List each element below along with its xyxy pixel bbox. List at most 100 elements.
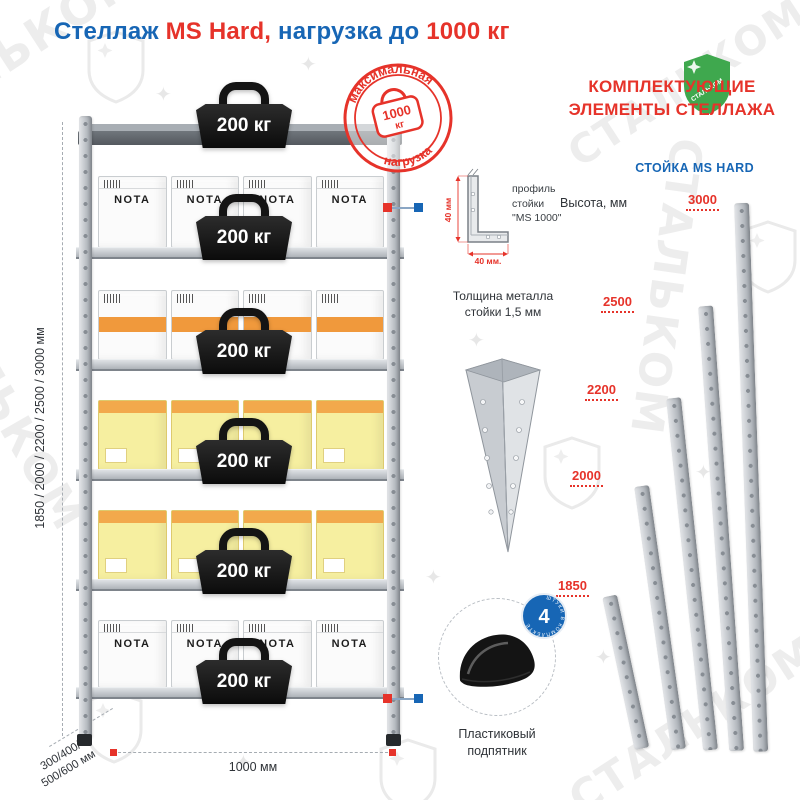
shield-watermark-icon — [376, 736, 440, 800]
width-dimension-label: 1000 мм — [228, 760, 278, 774]
thickness-line1: Толщина металла — [452, 289, 554, 303]
sparkle-icon: ✦ — [695, 460, 712, 484]
sparkle-icon: ✦ — [595, 645, 612, 669]
barcode-sticker — [176, 180, 193, 189]
badge-value: 200 кг — [196, 216, 292, 260]
product-box-nota: NOTA — [98, 620, 167, 688]
quantity-badge-number: 4 — [538, 606, 550, 628]
barcode-sticker — [321, 180, 338, 189]
barcode-sticker — [249, 294, 265, 303]
stamp-weight-handle — [380, 88, 407, 105]
badge-value: 200 кг — [196, 660, 292, 704]
dimension-endpoint — [110, 749, 117, 756]
product-box-orange — [315, 290, 384, 360]
post-height-label: 2000 — [570, 468, 603, 487]
foot-caption-line2: подпятник — [467, 743, 527, 758]
title-part: нагрузка до — [271, 18, 427, 45]
badge-value: 200 кг — [196, 104, 292, 148]
profile-drawing: 40 мм 40 мм. — [444, 168, 509, 266]
weight-badge: 200 кг — [196, 528, 292, 594]
badge-value: 200 кг — [196, 440, 292, 484]
barcode-sticker — [321, 294, 338, 303]
product-box-orange — [98, 290, 167, 360]
barcode-sticker — [176, 624, 193, 633]
pack-stripe — [171, 401, 238, 413]
weight-badge: 200 кг — [196, 82, 292, 148]
box-brand-label: NOTA — [259, 194, 296, 206]
shield-watermark-icon — [84, 28, 148, 111]
upright-post — [602, 594, 650, 751]
weight-badge: 200 кг — [196, 308, 292, 374]
width-dimension-line — [113, 752, 393, 753]
product-box-yellow — [315, 510, 384, 580]
stamp-value-units: кг — [394, 119, 406, 132]
profile-label-line: "MS 1000" — [512, 212, 562, 225]
profile-dim-vertical: 40 мм — [444, 198, 453, 222]
weight-badge: 200 кг — [196, 418, 292, 484]
product-box-nota: NOTA — [315, 176, 384, 248]
barcode-sticker — [104, 180, 120, 189]
pack-label — [322, 448, 345, 463]
sparkle-icon — [687, 60, 701, 74]
badge-value: 200 кг — [196, 330, 292, 374]
thickness-line2: стойки 1,5 мм — [464, 305, 542, 320]
marker-line — [392, 698, 415, 700]
badge-handle — [219, 638, 269, 663]
stamp-value: 1000 — [381, 102, 413, 124]
shelf-contents — [96, 290, 386, 360]
barcode-sticker — [249, 624, 265, 633]
brand-shield-logo: СТАЛЬКОМ — [684, 54, 730, 115]
stamp-weight-body — [371, 95, 424, 138]
stamp-inner-ring — [354, 74, 442, 162]
profile-dim-horizontal: 40 мм. — [475, 256, 502, 266]
box-brand-label: NOTA — [114, 638, 151, 650]
quantity-badge: ШТУКИ В КОМПЛЕКТЕ 4 — [521, 593, 567, 639]
pack-label — [322, 558, 345, 573]
post-height-label: 2200 — [585, 382, 618, 401]
profile-label-line: стойки — [512, 197, 545, 210]
title-part: MS Hard, — [165, 18, 272, 45]
sparkle-icon: ✦ — [425, 565, 442, 589]
pack-stripe — [244, 511, 311, 523]
product-box-yellow — [98, 510, 167, 580]
components-header: КОМПЛЕКТУЮЩИЕ ЭЛЕМЕНТЫ СТЕЛЛАЖА — [554, 76, 790, 122]
pack-label — [105, 558, 127, 573]
dimension-endpoint — [389, 749, 396, 756]
box-brand-label: NOTA — [259, 638, 296, 650]
box-brand-label: NOTA — [114, 194, 151, 206]
box-brand-label: NOTA — [186, 194, 223, 206]
badge-value: 200 кг — [196, 550, 292, 594]
profile-label-line: профиль — [512, 183, 556, 195]
marker-line — [392, 207, 415, 209]
weight-badge: 200 кг — [196, 194, 292, 260]
barcode-sticker — [176, 294, 193, 303]
rack-foot — [77, 734, 92, 746]
sparkle-icon: ✦ — [235, 750, 252, 774]
foot-circle — [438, 598, 556, 716]
left-upright — [79, 116, 92, 738]
pack-stripe — [99, 511, 166, 523]
pack-label — [105, 448, 127, 463]
post-height-label: 1850 — [556, 578, 589, 597]
sparkle-icon: ✦ — [468, 328, 485, 352]
mount-marker-blue — [414, 203, 423, 212]
barcode-sticker — [321, 624, 338, 633]
mount-marker-blue — [414, 694, 423, 703]
upright-post — [734, 202, 769, 752]
box-brand-label: NOTA — [331, 638, 368, 650]
badge-handle — [219, 308, 269, 333]
thickness-note: Толщина металла стойки 1,5 мм — [438, 288, 568, 320]
orange-band — [316, 317, 383, 332]
orange-band — [99, 317, 166, 332]
rack-foot — [386, 734, 401, 746]
profile-label: профиль стойки "MS 1000" — [512, 182, 561, 226]
height-dimension-line — [62, 122, 63, 736]
weight-badge: 200 кг — [196, 638, 292, 704]
components-header-line2: ЭЛЕМЕНТЫ СТЕЛЛАЖА — [568, 99, 776, 119]
pack-stripe — [316, 401, 383, 413]
badge-handle — [219, 418, 269, 443]
plastic-foot-image — [459, 634, 535, 687]
